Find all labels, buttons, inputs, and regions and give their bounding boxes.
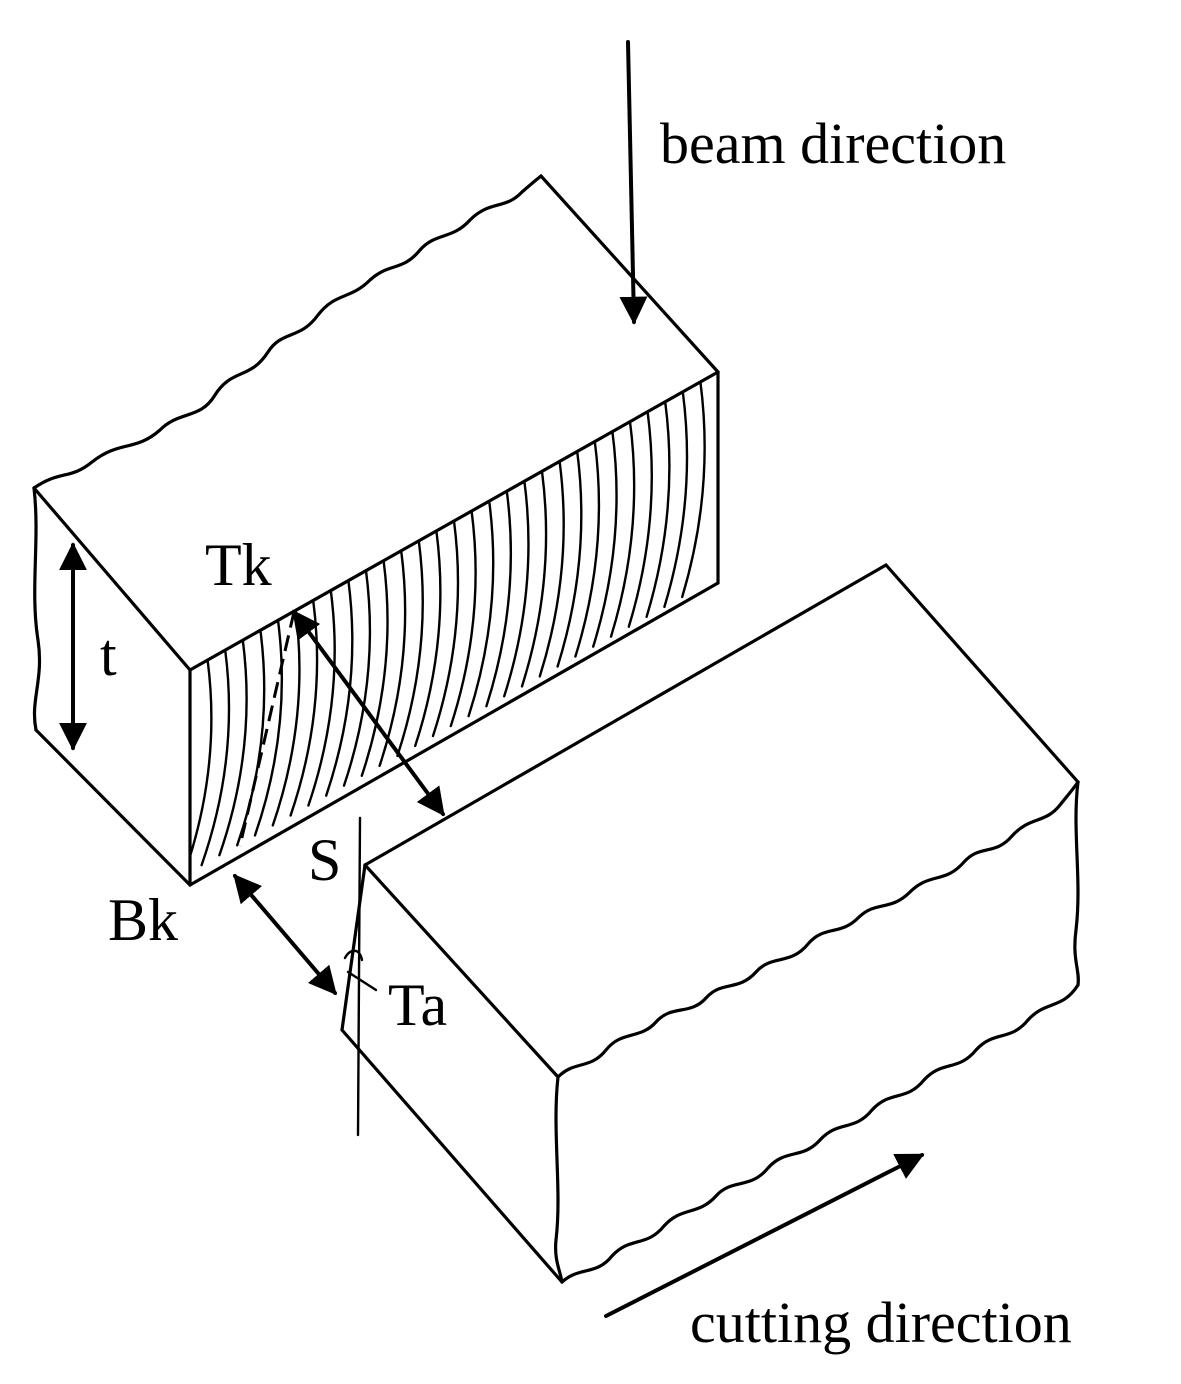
- upper-block-cut-bottom-edge: [188, 581, 720, 887]
- bottom-kerf-label: Bk: [108, 887, 178, 953]
- striation-line: [360, 559, 389, 777]
- lower-block-top-right-edge: [884, 563, 1080, 784]
- lower-block-broken-edge-top: [556, 780, 1080, 1079]
- beam-direction-arrow: [619, 40, 648, 325]
- upper-block-left-side-edge: [32, 486, 42, 732]
- striation-line: [200, 648, 231, 867]
- striation-line: [538, 460, 565, 678]
- lower-workpiece-block: [340, 563, 1080, 1284]
- striation-line: [485, 490, 513, 708]
- striation-line: [449, 509, 477, 728]
- lower-block-broken-edge-bottom: [560, 983, 1080, 1284]
- top-kerf-label: Tk: [205, 532, 272, 598]
- upper-block-broken-edge: [32, 174, 543, 490]
- striation-line: [396, 539, 424, 758]
- striation-line: [218, 639, 248, 857]
- striation-line: [663, 390, 689, 609]
- striation-line: [307, 589, 336, 807]
- striation-line: [681, 380, 706, 599]
- upper-workpiece-block: [32, 174, 720, 887]
- lower-block-top-front-edge: [363, 863, 560, 1079]
- kerf-dashed-line: [238, 611, 296, 847]
- cutting-direction-label: cutting direction: [690, 1290, 1072, 1355]
- lower-block-front-vertical-edge: [554, 1075, 564, 1284]
- striation-reference-line: [356, 816, 362, 1137]
- lower-block-kerf-wall-edge: [340, 863, 367, 1032]
- lower-block-kerf-wall-bottom: [340, 1028, 564, 1284]
- striation-line: [431, 519, 460, 738]
- top-kerf-width-arrow: [292, 609, 445, 817]
- thickness-label: t: [100, 622, 117, 688]
- striation-line: [592, 430, 618, 648]
- lower-block-top-left-edge: [363, 563, 888, 867]
- striation-line: [627, 410, 653, 628]
- striation-line: [556, 450, 583, 668]
- striation-line: [609, 420, 636, 638]
- striation-line: [574, 440, 601, 658]
- striation-line: [414, 529, 442, 748]
- cutting-direction-arrow: [604, 1153, 925, 1318]
- taper-angle-tick: [346, 970, 378, 992]
- bottom-kerf-width-arrow: [233, 873, 337, 996]
- upper-block-top-right-edge: [539, 174, 720, 374]
- striation-line: [645, 400, 671, 618]
- striation-line: [236, 629, 266, 847]
- striation-line: [467, 499, 495, 718]
- striation-label: S: [308, 827, 341, 893]
- taper-angle-arc: [343, 949, 364, 962]
- striation-line: [342, 569, 372, 787]
- taper-angle-label: Ta: [388, 972, 447, 1038]
- striation-line: [503, 480, 530, 698]
- striation-line: [289, 599, 319, 817]
- striation-line: [190, 658, 213, 877]
- striation-line: [253, 619, 284, 837]
- lower-block-right-side-edge: [1073, 780, 1080, 987]
- striation-line: [520, 470, 548, 688]
- upper-block-side-bottom-edge: [34, 728, 192, 887]
- beam-direction-label: beam direction: [660, 111, 1006, 176]
- upper-block-top-left-edge: [32, 486, 192, 672]
